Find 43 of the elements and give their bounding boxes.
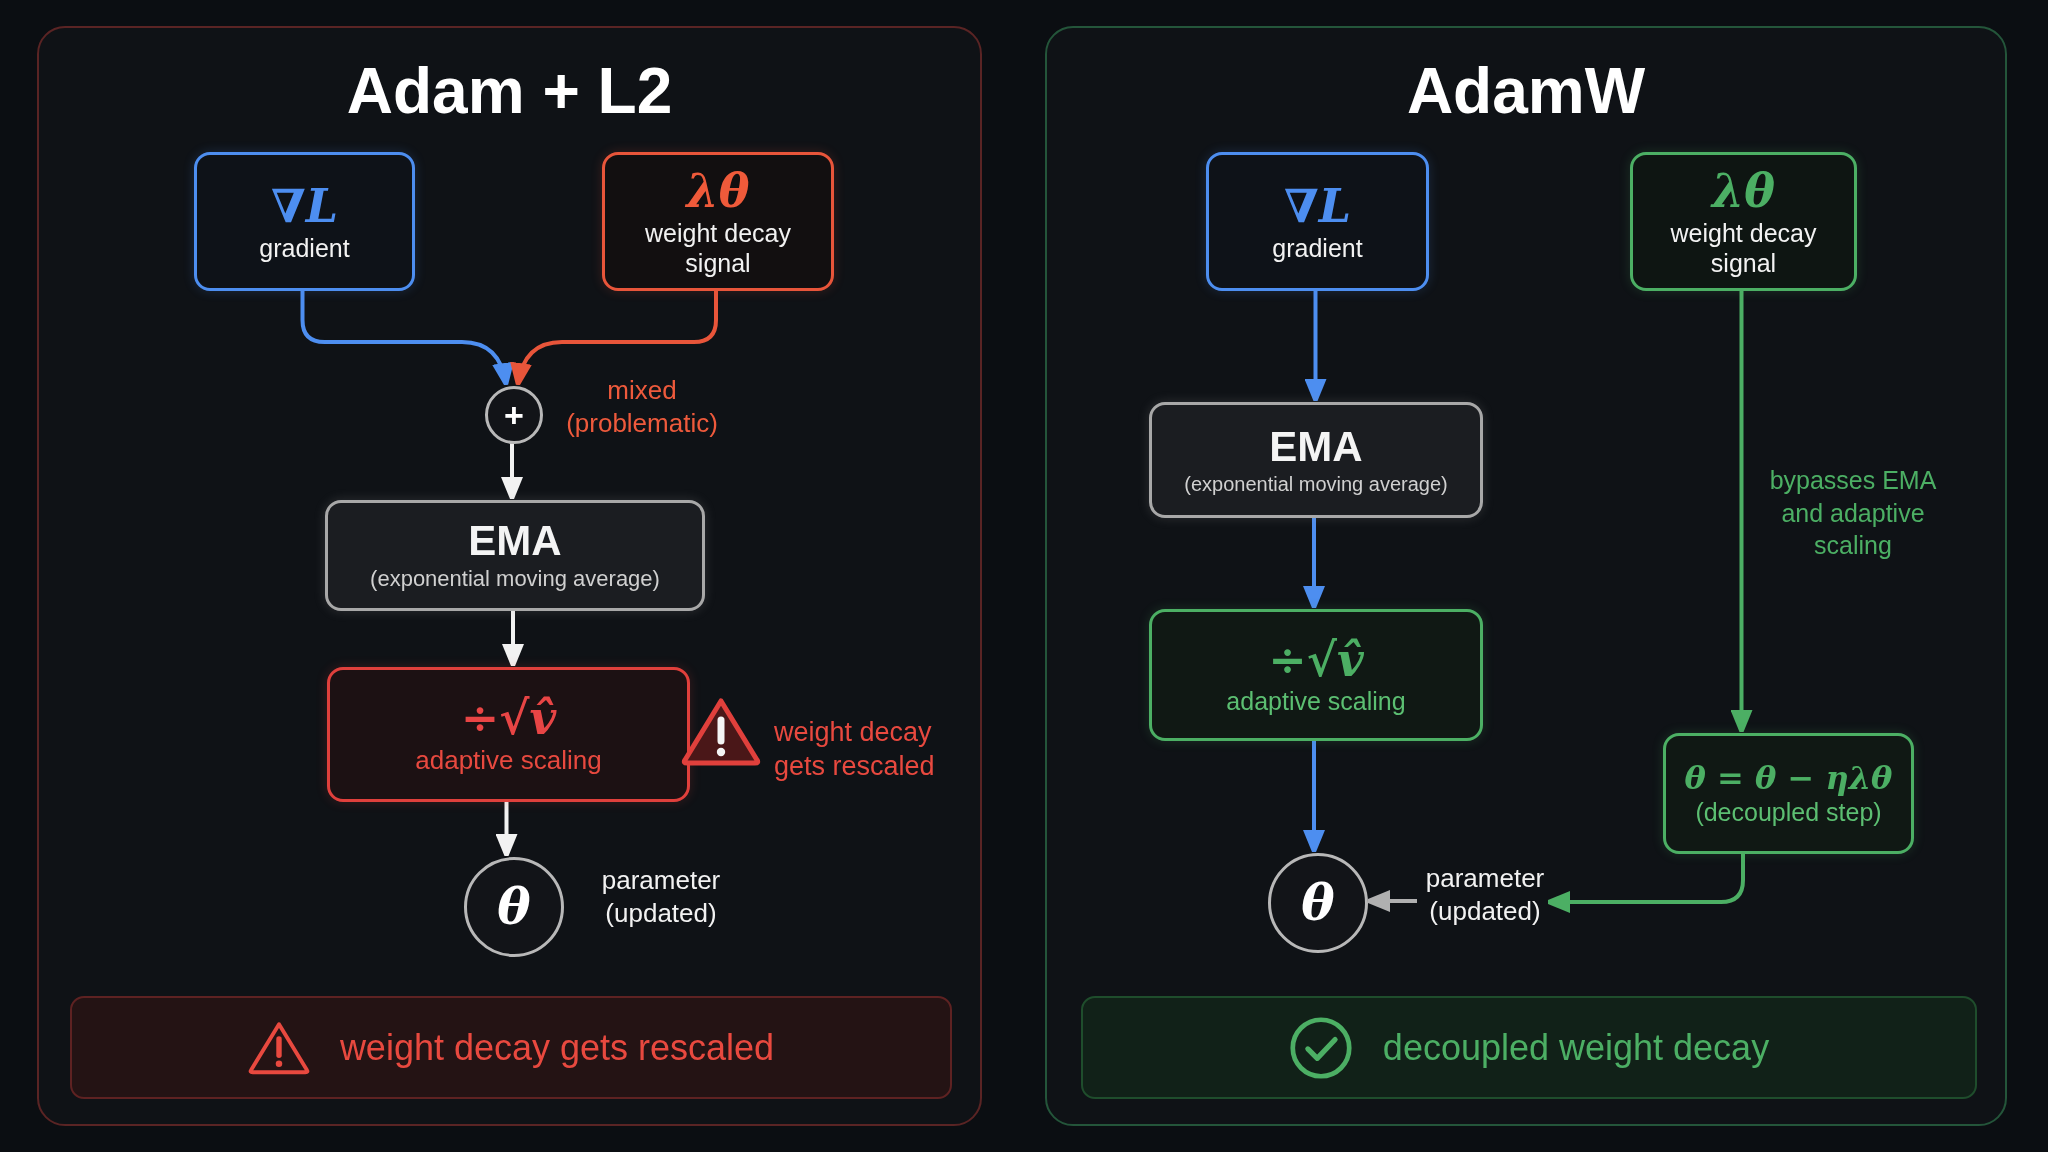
node-label: gradient [259, 232, 350, 263]
node-label: weight decay signal [1669, 217, 1818, 278]
text-label: parameter (updated) [1423, 862, 1547, 927]
node-label: adaptive scaling [415, 745, 602, 777]
side-note: parameter (updated) [600, 864, 722, 929]
node-label: (decoupled step) [1695, 796, 1882, 827]
math-formula: ÷√v̂ [1268, 633, 1364, 687]
node-label: gradient [1272, 232, 1363, 263]
panel-title: Adam + L2 [346, 54, 673, 128]
banner-text: weight decay gets rescaled [339, 1025, 775, 1070]
math-symbol: θ [497, 882, 531, 932]
math-formula: λθ [686, 165, 750, 218]
process-box [1149, 402, 1483, 518]
math-formula: λθ [1712, 165, 1775, 218]
math-formula: ÷√v̂ [460, 692, 557, 746]
node-label: weight decay signal [644, 217, 792, 278]
summary-banner [1081, 996, 1977, 1099]
side-note: weight decay gets rescaled [774, 716, 936, 783]
node-label: adaptive scaling [1226, 686, 1406, 717]
panel-title: AdamW [1406, 54, 1646, 128]
operator-symbol: + [504, 398, 524, 432]
process-box [1630, 152, 1857, 291]
process-box [1206, 152, 1429, 291]
banner-text: decoupled weight decay [1382, 1025, 1770, 1070]
process-box [1149, 609, 1483, 741]
math-formula: θ = θ − ηλθ [1684, 760, 1893, 797]
process-box [327, 667, 690, 802]
process-box [602, 152, 834, 291]
node-subtitle: (exponential moving average) [370, 565, 660, 594]
math-formula: ∇L [1284, 180, 1351, 233]
node-title: EMA [1269, 422, 1363, 472]
circle-node [485, 386, 543, 444]
process-box [1663, 733, 1914, 854]
comparison-panel [1045, 26, 2007, 1126]
summary-banner [70, 996, 952, 1099]
process-box [194, 152, 415, 291]
node-subtitle: (exponential moving average) [1184, 472, 1448, 498]
process-box [325, 500, 705, 611]
math-formula: ∇L [271, 180, 338, 233]
node-title: EMA [468, 517, 562, 566]
math-symbol: θ [1301, 878, 1335, 928]
side-note: mixed (problematic) [565, 374, 719, 439]
comparison-panel [37, 26, 982, 1126]
